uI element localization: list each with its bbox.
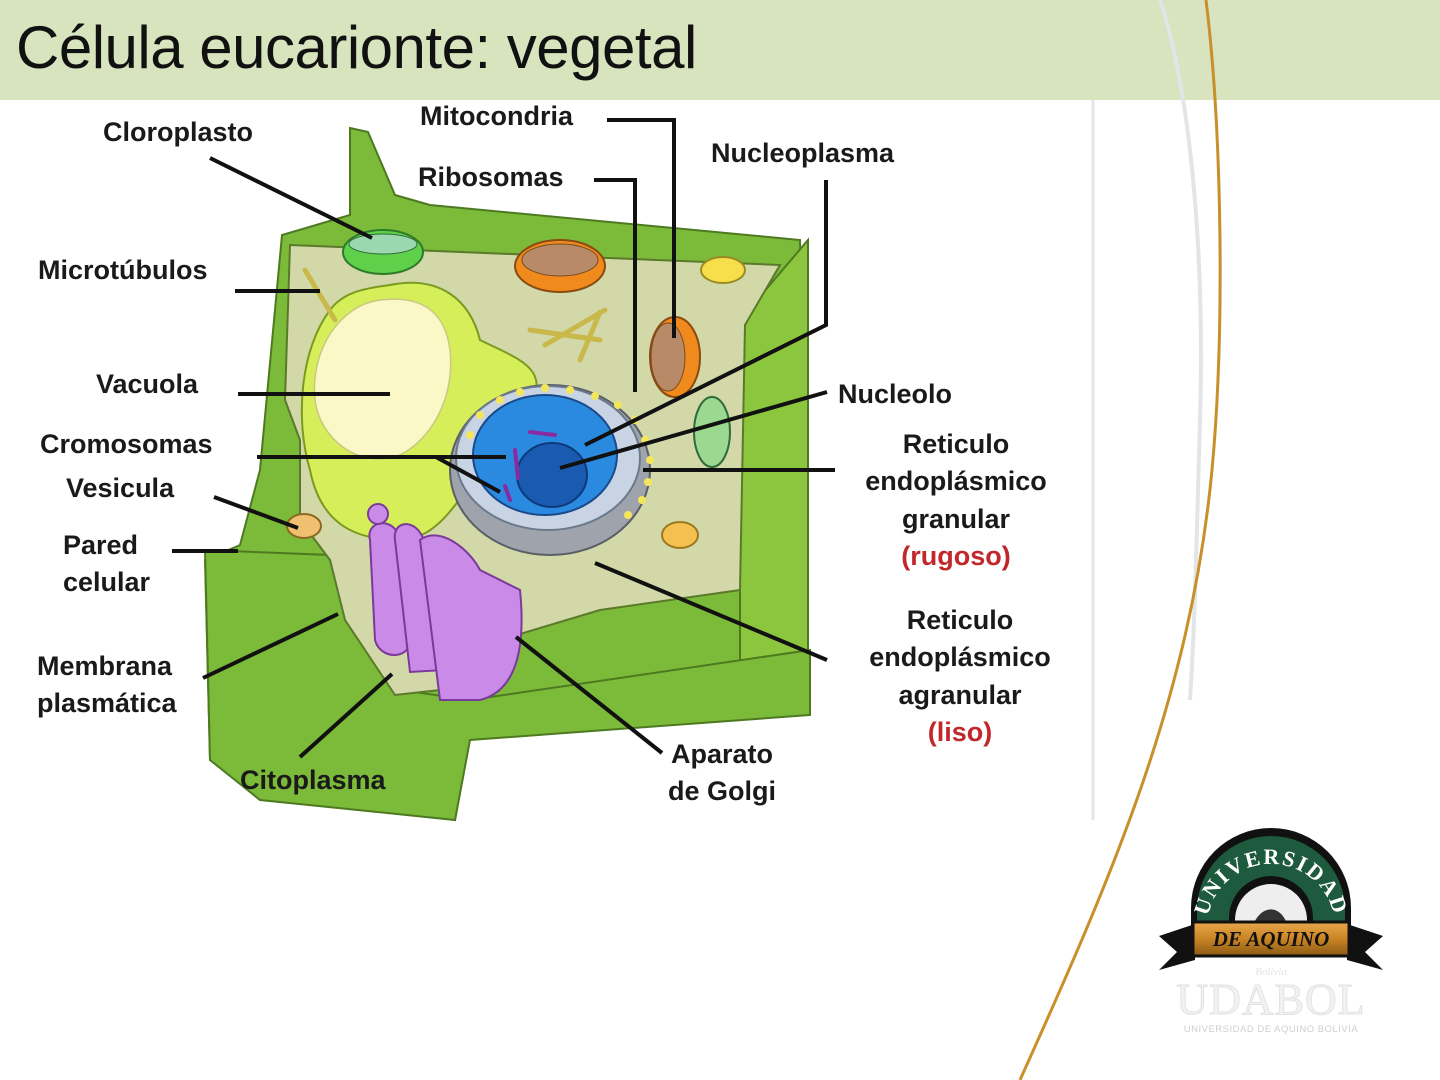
label-reg-note: (rugoso) (901, 540, 1011, 571)
label-pared-line1: Pared (63, 530, 139, 560)
label-reg-line3: granular (901, 503, 1011, 534)
label-cromosomas: Cromosomas (40, 429, 213, 459)
label-reticulo-agranular: Reticulo endoplásmico agranular (liso) (850, 602, 1070, 751)
label-vesicula: Vesicula (66, 473, 175, 503)
label-pared-line2: celular (63, 567, 151, 598)
microtubules (302, 267, 608, 363)
plant-cell-illustration (172, 118, 835, 822)
label-rea-line3: agranular (898, 679, 1022, 710)
label-citoplasma: Citoplasma (240, 765, 386, 795)
label-membrana-plasmatica: Membrana plasmática (37, 648, 177, 723)
label-aparato-golgi: Aparato de Golgi (668, 736, 776, 811)
nucleolus (516, 442, 588, 508)
label-golgi-line2: de Golgi (668, 776, 776, 807)
vesicle (661, 521, 699, 549)
secondary-curve (1158, 0, 1203, 701)
label-membrana-line2: plasmática (37, 688, 177, 719)
label-ribosomas: Ribosomas (418, 162, 564, 192)
label-rea-line2: endoplásmico (869, 642, 1051, 673)
vesicle (700, 256, 746, 284)
logo-ribbon-text: DE AQUINO (1212, 927, 1329, 951)
nucleus (449, 384, 654, 556)
udabol-emblem: UNIVERSIDAD DE AQUINO Bolivia UDABOL UNI… (1159, 828, 1383, 1035)
label-nucleoplasma: Nucleoplasma (711, 138, 895, 168)
label-nucleolo: Nucleolo (838, 379, 953, 409)
label-rea-note: (liso) (927, 716, 993, 747)
label-membrana-line1: Membrana (37, 651, 173, 681)
chloroplast (693, 396, 731, 468)
golgi-apparatus (367, 503, 523, 701)
logo-country: Bolivia (1255, 966, 1287, 978)
label-microtubulos: Microtúbulos (38, 255, 208, 285)
label-pared-celular: Pared celular (63, 527, 150, 602)
label-reticulo-granular: Reticulo endoplásmico granular (rugoso) (846, 426, 1066, 575)
logo-wordmark: UDABOL (1176, 975, 1365, 1024)
udabol-logo: UNIVERSIDAD DE AQUINO Bolivia UDABOL UNI… (1155, 818, 1387, 1038)
logo-tagline: UNIVERSIDAD DE AQUINO BOLIVIA (1184, 1024, 1359, 1035)
slide-title: Célula eucarionte: vegetal (16, 14, 697, 81)
label-vacuola: Vacuola (96, 369, 199, 399)
title-bar: Célula eucarionte: vegetal (0, 0, 1440, 100)
label-golgi-line1: Aparato (670, 739, 773, 769)
pointer-lines (172, 118, 835, 759)
label-reg-line1: Reticulo (902, 429, 1010, 459)
label-mitocondria: Mitocondria (420, 101, 573, 131)
label-reg-line2: endoplásmico (865, 466, 1047, 497)
label-rea-line1: Reticulo (906, 605, 1014, 635)
label-cloroplasto: Cloroplasto (103, 117, 254, 147)
plant-cell-diagram: Cloroplasto Mitocondria Ribosomas Nucleo… (0, 100, 1095, 825)
